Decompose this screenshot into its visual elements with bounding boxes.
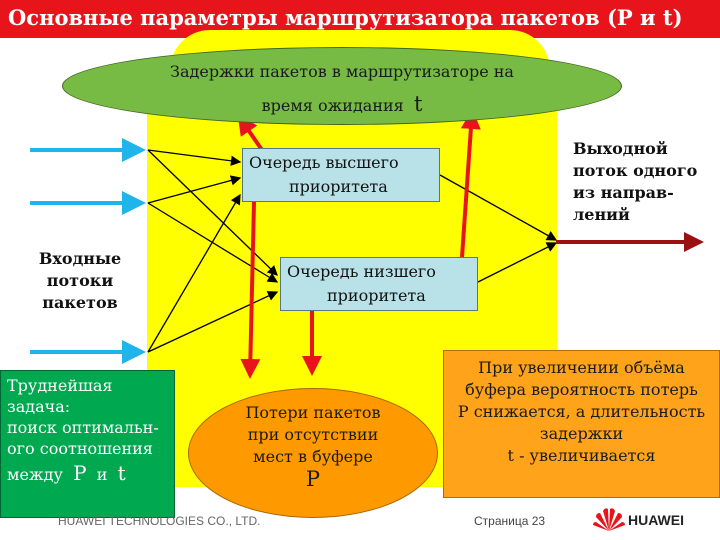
flow-arrow bbox=[147, 291, 279, 353]
delay-arrow bbox=[237, 114, 264, 152]
flow-arrow bbox=[147, 193, 241, 353]
delay-label-2: время ожидания t bbox=[261, 92, 423, 116]
flow-arrow bbox=[147, 149, 278, 276]
task-box: Труднейшая задача: поиск оптимальн- ого … bbox=[0, 370, 175, 518]
flow-arrow bbox=[147, 149, 242, 166]
delay-symbol: t bbox=[413, 92, 423, 116]
packet-loss-label: Потери пакетов при отсутствии мест в буф… bbox=[188, 402, 438, 490]
flow-arrow bbox=[147, 175, 242, 204]
footer-page-number: Страница 23 bbox=[474, 514, 546, 528]
queue-low-label: Очередь низшего bbox=[287, 262, 436, 281]
queue-high-label: Очередь высшего bbox=[249, 153, 399, 172]
footer-brand: HUAWEI bbox=[628, 512, 684, 528]
queue-high-label-2: приоритета bbox=[289, 177, 388, 196]
queue-high-priority: Очередь высшего приоритета bbox=[242, 148, 440, 202]
queue-low-priority: Очередь низшего приоритета bbox=[280, 257, 478, 311]
loss-arrow bbox=[240, 201, 261, 379]
buffer-note-box: При увеличении объёма буфера вероятность… bbox=[443, 350, 720, 498]
delay-ellipse bbox=[62, 47, 622, 125]
page-title: Основные параметры маршрутизатора пакето… bbox=[8, 5, 683, 30]
footer-company: HUAWEI TECHNOLOGIES CO., LTD. bbox=[58, 514, 261, 528]
queue-low-label-2: приоритета bbox=[327, 286, 426, 305]
delay-arrow bbox=[460, 109, 481, 258]
flow-arrow bbox=[439, 174, 558, 241]
flow-arrow bbox=[477, 242, 558, 283]
delay-label: Задержки пакетов в маршрутизаторе на bbox=[170, 62, 514, 81]
input-flows-label: Входные потоки пакетов bbox=[38, 249, 122, 312]
huawei-logo-icon bbox=[593, 508, 625, 531]
output-flow-label: Выходной поток одного из направ- лений bbox=[573, 139, 698, 224]
packet-loss-ellipse bbox=[188, 388, 438, 518]
loss-symbol: P bbox=[305, 467, 321, 491]
